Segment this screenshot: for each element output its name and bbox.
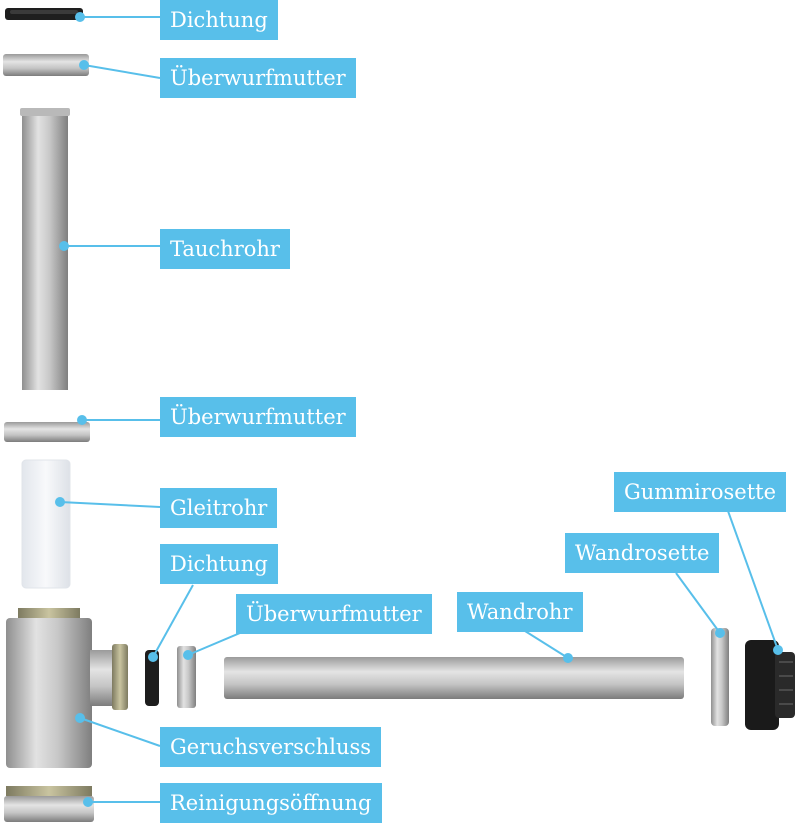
wall-pipe xyxy=(224,657,684,699)
slide-tube xyxy=(21,459,71,589)
label-gummirosette: Gummirosette xyxy=(614,472,787,512)
label-gleitrohr: Gleitrohr xyxy=(160,488,278,528)
label-wandrohr: Wandrohr xyxy=(457,592,583,632)
leader-reinigungsoeffnung xyxy=(83,797,160,807)
leader-wandrosette xyxy=(675,572,725,638)
label-dichtung-mid: Dichtung xyxy=(160,544,278,584)
label-ueberwurfmutter-mid: Überwurfmutter xyxy=(160,397,356,437)
trap-body xyxy=(6,608,128,768)
union-nut-side xyxy=(177,646,196,708)
leader-dichtung-mid xyxy=(148,584,194,662)
label-geruchsverschluss: Geruchsverschluss xyxy=(160,727,382,767)
union-nut-top xyxy=(3,54,89,76)
leader-dichtung-top xyxy=(75,12,160,22)
label-reinigungsoeffnung: Reinigungsöffnung xyxy=(160,783,382,823)
label-wandrosette: Wandrosette xyxy=(565,533,720,573)
union-nut-middle xyxy=(4,422,90,442)
leader-wandrohr xyxy=(524,630,573,663)
leader-ueberwurfmutter-side xyxy=(183,632,241,660)
wall-rosette xyxy=(711,628,729,726)
label-dichtung-top: Dichtung xyxy=(160,0,278,40)
leader-gummirosette xyxy=(727,510,783,655)
cleaning-cap xyxy=(4,786,94,822)
leader-ueberwurfmutter-top xyxy=(79,60,161,79)
label-ueberwurfmutter-side: Überwurfmutter xyxy=(236,594,432,634)
rubber-rosette xyxy=(745,640,795,730)
gasket-top xyxy=(5,8,83,20)
label-tauchrohr: Tauchrohr xyxy=(160,229,290,269)
leader-geruchsverschluss xyxy=(75,713,161,747)
leader-gleitrohr xyxy=(55,497,161,508)
leader-tauchrohr xyxy=(59,241,160,251)
leader-ueberwurfmutter-mid xyxy=(77,415,160,425)
gasket-side xyxy=(145,650,159,706)
label-ueberwurfmutter-top: Überwurfmutter xyxy=(160,58,356,98)
dip-tube xyxy=(20,108,70,390)
